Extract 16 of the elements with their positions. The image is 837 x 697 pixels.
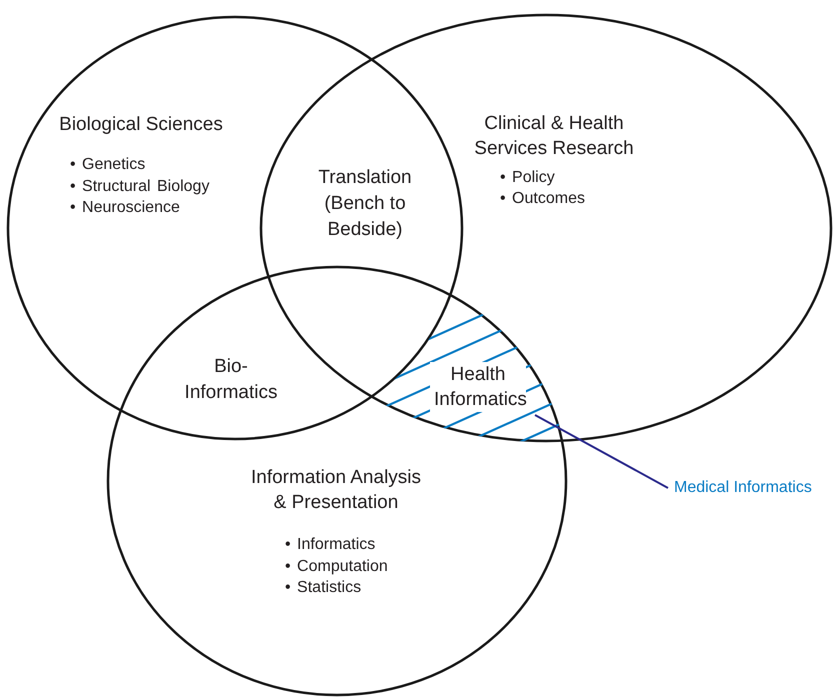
list-item: • Computation bbox=[285, 556, 388, 576]
region-label: Health Informatics bbox=[430, 362, 526, 412]
list-item: • Structural Biology bbox=[70, 176, 210, 196]
circle-heading: Clinical & Health Services Research bbox=[473, 112, 635, 161]
list-item: • Statistics bbox=[285, 578, 362, 598]
list-item: • Genetics bbox=[70, 155, 146, 175]
list-item: • Outcomes bbox=[500, 189, 585, 209]
list-item: • Neuroscience bbox=[70, 198, 181, 218]
leader-line bbox=[534, 414, 668, 489]
callout-text: Medical Informatics bbox=[674, 478, 812, 498]
circle-heading: Biological Sciences bbox=[58, 113, 224, 137]
list-item: • Policy bbox=[500, 168, 556, 188]
overlap-label: Bio- Informatics bbox=[184, 355, 278, 405]
circle-heading: Information Analysis & Presentation bbox=[250, 466, 422, 515]
overlap-label: Translation (Bench to Bedside) bbox=[317, 166, 413, 242]
list-item: • Informatics bbox=[285, 535, 376, 555]
